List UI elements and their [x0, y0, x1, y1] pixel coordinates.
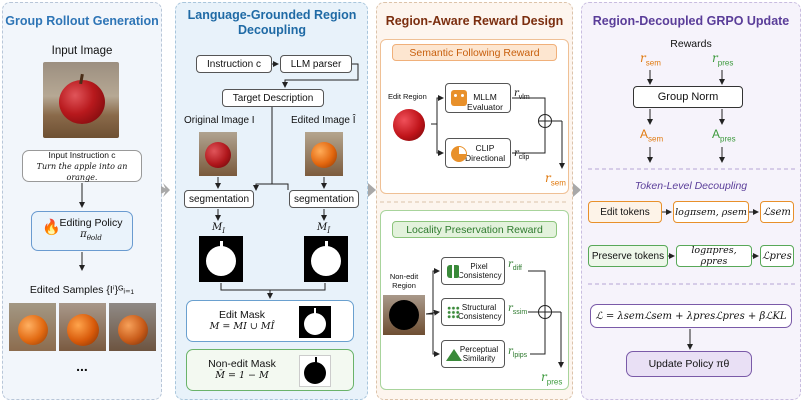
panel1-title: Group Rollout Generation [5, 14, 159, 28]
mask-right-label: MÎ [317, 222, 331, 235]
pixel-consistency-box: Pixel Consistency [441, 257, 505, 285]
rewards-label: Rewards [670, 38, 712, 50]
edit-logpi-box: logπsem, ρsem [673, 201, 749, 223]
mask-right-image [304, 236, 348, 282]
mountain-icon [446, 349, 462, 361]
update-policy-box[interactable]: Update Policy πθ [626, 351, 752, 377]
total-loss-box: ℒ = λsemℒsem + λpresℒpres + βℒKL [590, 304, 792, 328]
edit-mask-image [299, 306, 331, 338]
original-apple-thumb [199, 132, 237, 176]
r-ssim-label: rssim [508, 303, 528, 316]
semantic-reward-title: Semantic Following Reward [392, 44, 557, 61]
nonedit-region-image [383, 295, 425, 335]
preserve-loss-box: ℒpres [760, 245, 794, 267]
edited-image-label: Edited Image Î [291, 115, 356, 126]
editing-policy-box[interactable]: 🔥 Editing Policy πθold [31, 211, 133, 251]
grid-icon [447, 265, 460, 278]
instruction-line2: Turn the apple into an orange. [36, 161, 128, 182]
edit-loss-box: ℒsem [760, 201, 794, 223]
edited-sample-2 [59, 303, 106, 351]
nonedit-mask-image [299, 355, 331, 387]
instruction-line1: Input Instruction c [48, 149, 116, 160]
samples-ellipsis: ... [76, 358, 88, 374]
edited-orange-thumb [305, 132, 343, 176]
instruction-c-box: Instruction c [196, 55, 272, 73]
group-norm-box: Group Norm [633, 86, 743, 108]
clip-directional-box: CLIP Directional [445, 138, 511, 168]
r-lpips-label: rlpips [508, 346, 528, 359]
input-image-label: Input Image [51, 45, 113, 57]
segmentation-left-box: segmentation [184, 190, 254, 208]
edit-region-label: Edit Region [388, 92, 427, 101]
pie-chart-icon [451, 146, 467, 162]
target-description-box: Target Description [222, 89, 324, 107]
p4-r-pres: rpres [712, 51, 734, 68]
structural-consistency-box: Structural Consistency [441, 298, 505, 326]
r-pres-output: rpres [541, 370, 563, 387]
nonedit-mask-box: Non-edit Mask M̄ = 1 − M [186, 349, 354, 391]
preserve-logpi-box: logπpres, ρpres [676, 245, 752, 267]
edited-sample-3 [109, 303, 156, 351]
preserve-tokens-box: Preserve tokens [588, 245, 668, 267]
dot-grid-icon [447, 306, 460, 319]
mllm-evaluator-box: MLLM Evaluator [445, 83, 511, 113]
a-sem-label: Asem [640, 127, 664, 144]
perceptual-similarity-box: Perceptual Similarity [441, 340, 505, 368]
a-pres-label: Apres [712, 127, 736, 144]
llm-parser-box: LLM parser [280, 55, 352, 73]
edit-mask-box: Edit Mask M = MI ∪ MÎ [186, 300, 354, 342]
edit-region-image [387, 103, 431, 145]
segmentation-right-box: segmentation [289, 190, 359, 208]
edit-tokens-box: Edit tokens [588, 201, 662, 223]
r-diff-label: rdiff [508, 259, 522, 272]
locality-reward-title: Locality Preservation Reward [392, 221, 557, 238]
r-sem-output: rsem [545, 171, 566, 188]
mask-left-image [199, 236, 243, 282]
p4-r-sem: rsem [640, 51, 661, 68]
fire-icon: 🔥 [42, 219, 61, 236]
input-apple-image [43, 62, 119, 138]
panel3-title: Region-Aware Reward Design [385, 14, 564, 28]
instruction-box: Input Instruction c Turn the apple into … [22, 150, 142, 182]
edited-samples-label: Edited Samples {Iⁱ}ᴳᵢ₌₁ [29, 284, 135, 296]
mask-left-label: MI [212, 222, 226, 235]
panel4-title: Region-Decoupled GRPO Update [592, 14, 790, 28]
original-image-label: Original Image I [184, 115, 255, 126]
edited-sample-1 [9, 303, 56, 351]
editing-policy-label: Editing Policy [59, 217, 123, 229]
policy-symbol: πθold [80, 229, 102, 242]
token-level-title: Token-Level Decoupling [634, 180, 748, 192]
